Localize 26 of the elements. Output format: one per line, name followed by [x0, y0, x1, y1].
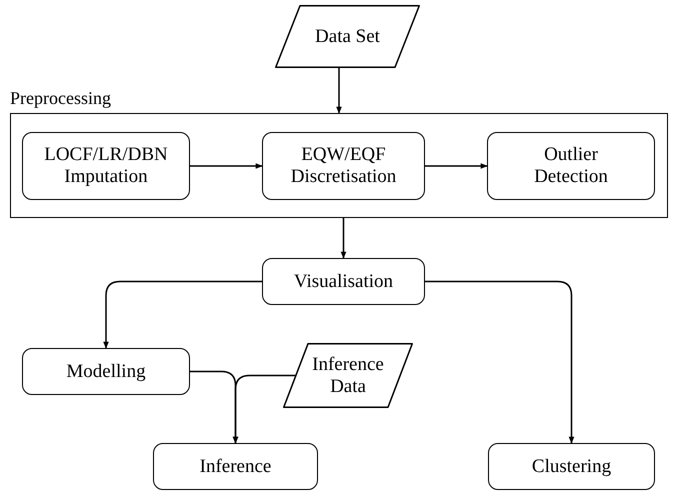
node-text: Inference Data: [311, 354, 385, 398]
arrow: [425, 280, 574, 444]
node-text: Clustering: [532, 456, 612, 478]
node-text: Visualisation: [294, 270, 394, 292]
group-heading: Preprocessing: [10, 88, 111, 109]
arrow: [425, 163, 488, 169]
process-box: [262, 258, 425, 305]
data-parallelogram: [283, 343, 413, 408]
arrow: [340, 218, 346, 259]
process-box: [22, 348, 190, 395]
node-text: Data Set: [315, 26, 380, 48]
process-box: [22, 132, 190, 200]
node-text: LOCF/LR/DBN Imputation: [43, 144, 169, 188]
node-text: EQW/EQF Discretisation: [290, 144, 398, 188]
node-text: Outlier Detection: [533, 144, 609, 188]
data-parallelogram: [275, 5, 420, 68]
node-text: Inference: [200, 456, 272, 478]
arrow: [336, 68, 342, 114]
arrow: [232, 374, 296, 444]
process-box: [487, 132, 655, 200]
process-box: [488, 443, 655, 490]
process-box: [153, 443, 318, 490]
arrow: [103, 280, 262, 349]
node-text: Modelling: [66, 360, 146, 382]
process-box: [262, 132, 425, 200]
arrow: [190, 163, 263, 169]
